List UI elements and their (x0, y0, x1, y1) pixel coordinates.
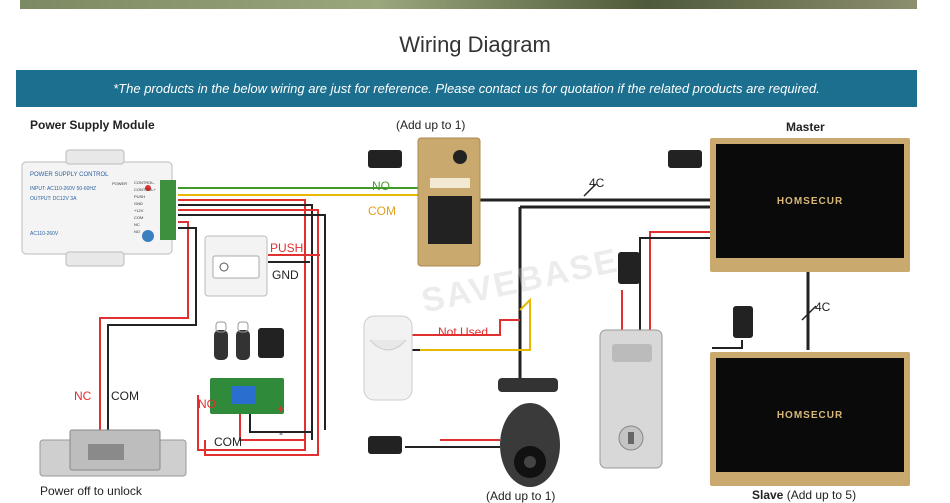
master-monitor (710, 138, 910, 272)
nc-label: NC (74, 389, 92, 403)
power-supply-module (21, 149, 176, 267)
relay-com-label: COM (214, 435, 242, 449)
not-used-label: Not Used (438, 325, 489, 339)
wire-relay-red (239, 410, 305, 441)
psu-term-1: CONTROL+ (134, 187, 157, 192)
top-photo-strip (20, 0, 917, 9)
bullet-camera (498, 378, 560, 487)
wire-red-power2 (178, 209, 319, 456)
card-readers (368, 150, 753, 454)
master-label: Master (786, 120, 825, 134)
wires (99, 183, 817, 456)
notice-banner: *The products in the below wiring are ju… (16, 70, 917, 107)
door-station (417, 137, 481, 267)
page-title: Wiring Diagram (399, 32, 551, 57)
psu-term-5: COM (134, 215, 143, 220)
wire-lock-red (649, 231, 712, 330)
card-reader-master (668, 150, 702, 168)
four-c-label-top: 4C (589, 176, 605, 190)
card-reader-camera (368, 436, 402, 454)
remote-controls (214, 321, 284, 360)
relay-no-label: NO (198, 397, 216, 411)
camera-label: (Add up to 1) (486, 489, 556, 503)
relay-plus-label: + (277, 402, 285, 416)
psu-line3: OUTPUT: DC12V 3A (30, 196, 77, 202)
wire-lock-black (639, 237, 712, 330)
psu-term-4: +12V (134, 208, 144, 213)
electric-lock (599, 329, 663, 469)
gnd-label: GND (272, 268, 299, 282)
card-reader-slave (733, 306, 753, 338)
slave-brand: HOMSECUR (777, 410, 843, 421)
wire-slave-sensor (712, 340, 743, 349)
psu-term-7: NO (134, 229, 140, 234)
wire-black-gnd (178, 214, 326, 430)
psu-line2: INPUT: AC110-260V 50-60HZ (30, 186, 96, 192)
psu-term-6: NC (134, 222, 140, 227)
master-brand: HOMSECUR (777, 196, 843, 207)
four-c-label-right: 4C (815, 300, 831, 314)
electric-strike (39, 429, 187, 477)
pir-sensor (363, 315, 413, 401)
psu-line1: POWER SUPPLY CONTROL (30, 172, 109, 178)
door-station-label: (Add up to 1) (396, 118, 466, 132)
slave-monitor (710, 352, 910, 486)
push-label: PUSH (270, 241, 304, 255)
slave-label-rest: (Add up to 5) (783, 488, 857, 502)
wire-red-nc (99, 221, 189, 430)
psu-terminals: CONTROL- CONTROL+ PUSH GND +12V COM NC N… (134, 180, 157, 234)
power-off-label: Power off to unlock (40, 484, 142, 498)
com-label-top: COM (368, 204, 396, 218)
card-reader-top (368, 150, 402, 168)
slave-label-bold: Slave (752, 488, 784, 502)
relay-minus-label: - (279, 426, 283, 440)
card-reader-lock (618, 252, 640, 284)
psu-power: POWER (112, 181, 127, 186)
slave-label: Slave (Add up to 5) (752, 488, 856, 502)
com-label-left: COM (111, 389, 139, 403)
exit-button (204, 235, 268, 297)
no-label-top: NO (372, 179, 390, 193)
wire-pir-yellow (420, 297, 531, 351)
wire-black-com (107, 227, 197, 430)
psu-line4: AC110-260V (30, 231, 59, 237)
psu-term-3: GND (134, 201, 143, 206)
wire-black-power (178, 204, 313, 440)
psu-term-2: PUSH (134, 194, 145, 199)
psu-term-0: CONTROL- (134, 180, 156, 185)
relay-board (210, 378, 284, 414)
wire-pir-red (410, 319, 520, 336)
power-supply-label: Power Supply Module (30, 118, 155, 132)
wire-red-power (178, 199, 306, 451)
wire-relay-black (249, 410, 312, 433)
